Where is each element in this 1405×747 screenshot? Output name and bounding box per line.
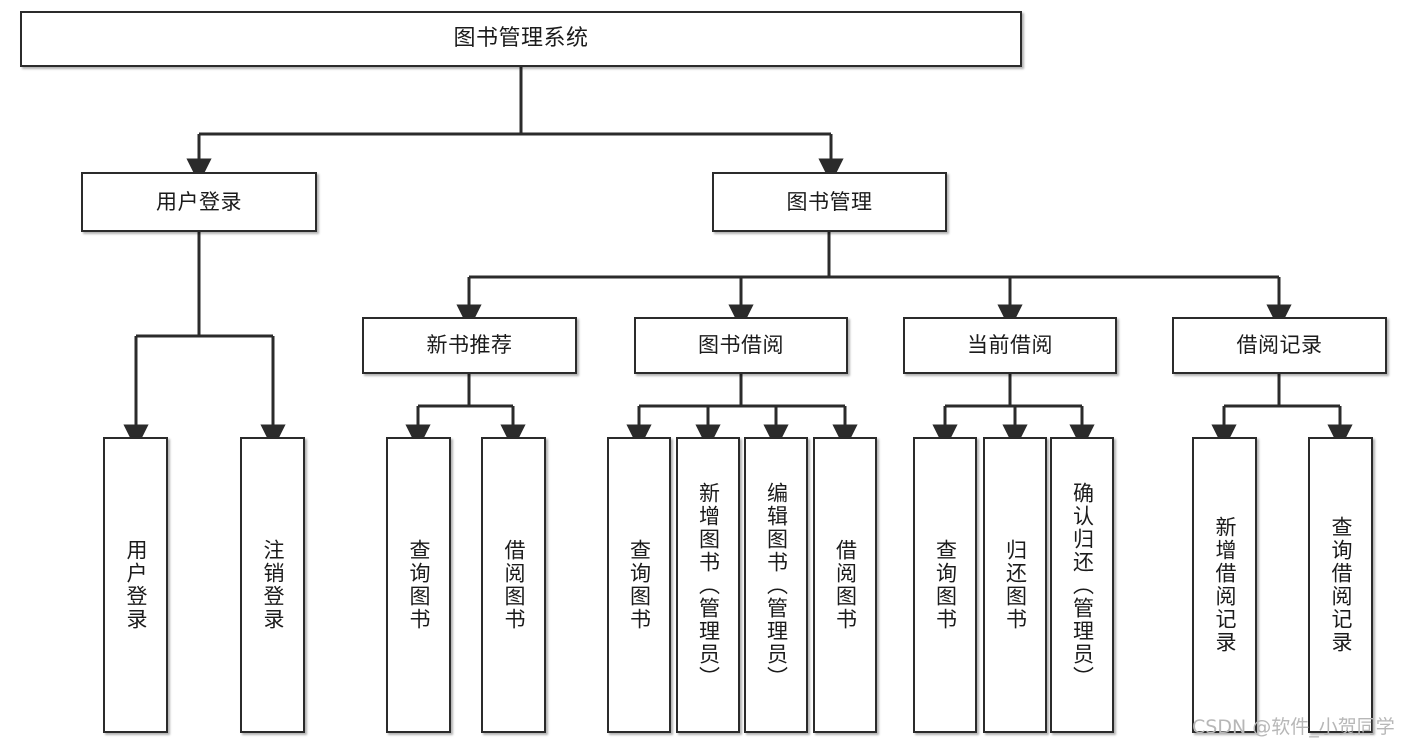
node-label: 新书推荐 — [426, 333, 513, 358]
node-label: 图书借阅 — [698, 333, 784, 358]
node-label: 查询图书 — [407, 539, 431, 631]
node-label: 图书管理 — [786, 189, 873, 214]
leaf-user-login[interactable]: 用户登录 — [103, 437, 168, 733]
node-new-book-recommend[interactable]: 新书推荐 — [362, 317, 577, 374]
node-label: 用户登录 — [124, 539, 148, 631]
leaf-add-borrow-record[interactable]: 新增借阅记录 — [1192, 437, 1257, 733]
csdn-watermark: CSDN @软件_小贺同学 — [1192, 716, 1395, 738]
leaf-edit-book-admin[interactable]: 编辑图书（管理员） — [744, 437, 808, 733]
node-label: 查询借阅记录 — [1329, 516, 1353, 654]
node-label: 编辑图书（管理员） — [764, 481, 789, 689]
node-current-borrow[interactable]: 当前借阅 — [903, 317, 1117, 374]
node-label: 查询图书 — [627, 539, 652, 631]
node-label: 当前借阅 — [967, 333, 1053, 358]
node-label: 确认归还（管理员） — [1070, 481, 1095, 689]
node-book-manage[interactable]: 图书管理 — [712, 172, 947, 232]
node-label: 借阅图书 — [833, 539, 858, 631]
node-label: 用户登录 — [156, 189, 242, 214]
node-label: 借阅记录 — [1236, 333, 1323, 358]
leaf-query-book-recommend[interactable]: 查询图书 — [386, 437, 451, 733]
node-root-system[interactable]: 图书管理系统 — [20, 11, 1022, 67]
leaf-query-book-borrow[interactable]: 查询图书 — [607, 437, 671, 733]
node-label: 借阅图书 — [502, 539, 526, 631]
leaf-query-book-current[interactable]: 查询图书 — [913, 437, 977, 733]
node-label: 图书管理系统 — [453, 26, 589, 52]
leaf-borrow-book-recommend[interactable]: 借阅图书 — [481, 437, 546, 733]
node-borrow-record[interactable]: 借阅记录 — [1172, 317, 1387, 374]
node-label: 查询图书 — [933, 539, 958, 631]
node-label: 注销登录 — [261, 539, 285, 631]
leaf-borrow-book[interactable]: 借阅图书 — [813, 437, 877, 733]
leaf-add-book-admin[interactable]: 新增图书（管理员） — [676, 437, 740, 733]
node-user-login[interactable]: 用户登录 — [81, 172, 317, 232]
leaf-user-logout[interactable]: 注销登录 — [240, 437, 305, 733]
node-book-borrow[interactable]: 图书借阅 — [634, 317, 848, 374]
node-label: 新增图书（管理员） — [696, 481, 721, 689]
leaf-query-borrow-record[interactable]: 查询借阅记录 — [1308, 437, 1373, 733]
leaf-confirm-return-admin[interactable]: 确认归还（管理员） — [1050, 437, 1114, 733]
node-label: 归还图书 — [1003, 539, 1028, 631]
node-label: 新增借阅记录 — [1213, 516, 1237, 654]
leaf-return-book[interactable]: 归还图书 — [983, 437, 1047, 733]
